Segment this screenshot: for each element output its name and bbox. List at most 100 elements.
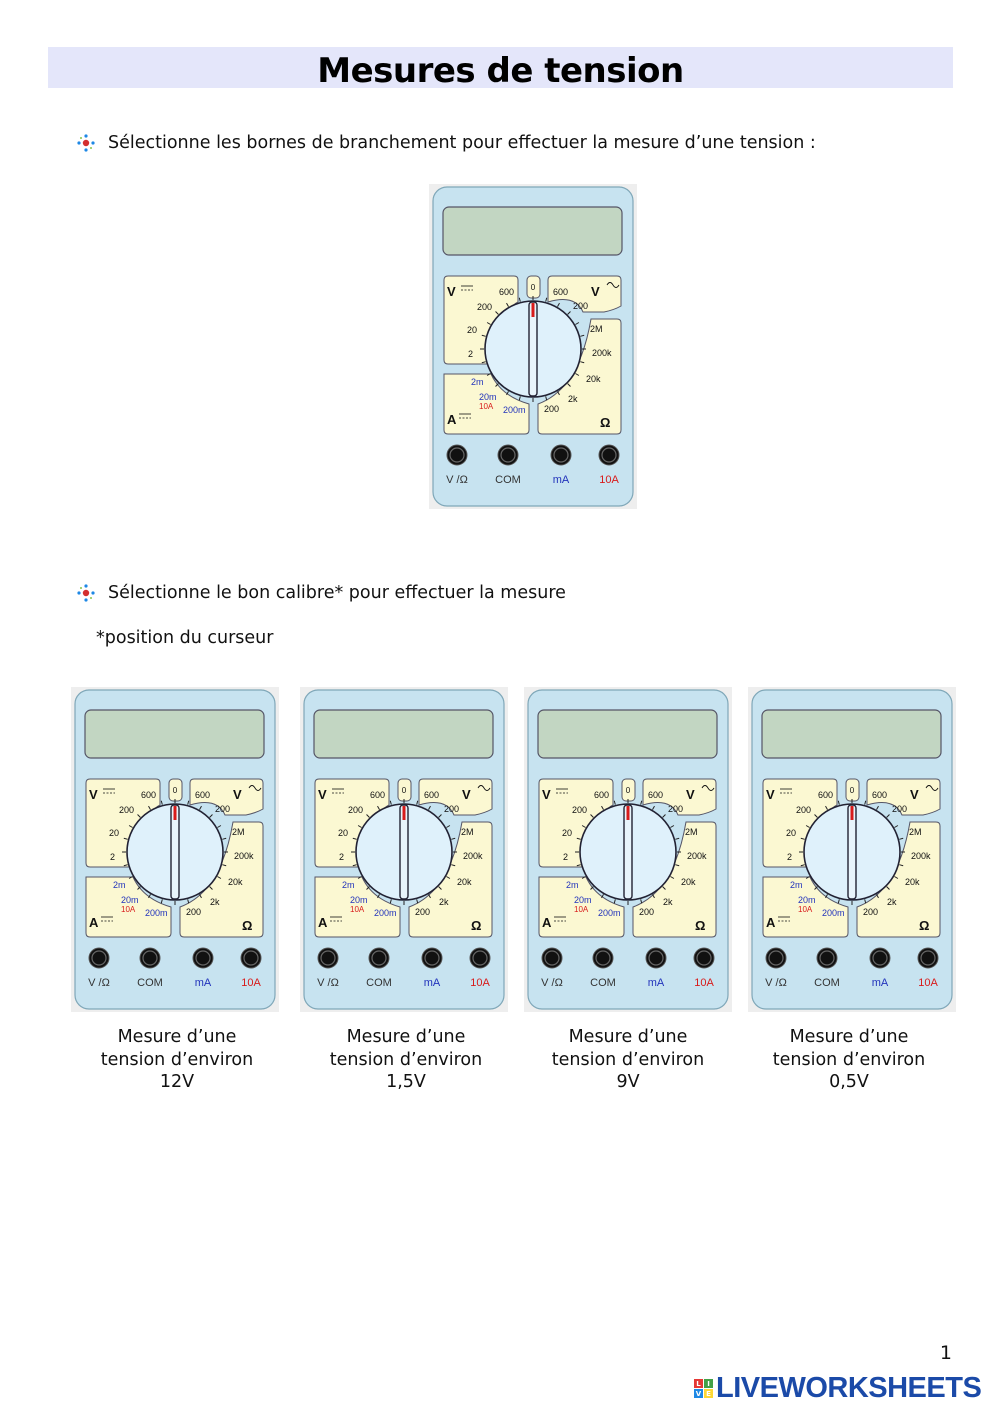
svg-text:mA: mA — [872, 977, 889, 989]
svg-text:2M: 2M — [685, 827, 698, 837]
svg-text:600: 600 — [648, 790, 663, 800]
svg-text:20: 20 — [109, 828, 119, 838]
svg-text:600: 600 — [553, 287, 568, 297]
svg-text:COM: COM — [137, 977, 163, 989]
svg-text:200m: 200m — [503, 405, 526, 415]
svg-text:200: 200 — [186, 907, 201, 917]
svg-text:20: 20 — [562, 828, 572, 838]
caption-1-5v: Mesure d’une tension d’environ 1,5V — [296, 1026, 516, 1094]
svg-text:200: 200 — [544, 404, 559, 414]
svg-text:2: 2 — [110, 852, 115, 862]
caption-line2: tension d’environ — [551, 1049, 705, 1070]
svg-text:200k: 200k — [463, 851, 483, 861]
svg-text:200: 200 — [668, 804, 683, 814]
bullet-icon — [77, 584, 95, 602]
svg-text:20: 20 — [338, 828, 348, 838]
svg-text:mA: mA — [553, 474, 570, 486]
dial-pointer — [850, 806, 854, 820]
caption-line1: Mesure d’une — [346, 1027, 466, 1047]
svg-text:2: 2 — [563, 852, 568, 862]
lcd-display — [442, 206, 623, 256]
caption-value: 0,5V — [829, 1072, 869, 1092]
svg-text:20: 20 — [786, 828, 796, 838]
svg-text:V /Ω: V /Ω — [446, 474, 468, 486]
caption-12v: Mesure d’une tension d’environ 12V — [67, 1026, 287, 1094]
svg-text:20k: 20k — [228, 877, 243, 887]
svg-text:10A: 10A — [798, 905, 813, 914]
svg-text:COM: COM — [814, 977, 840, 989]
svg-text:20k: 20k — [457, 877, 472, 887]
svg-text:Ω: Ω — [471, 918, 481, 933]
svg-text:20m: 20m — [350, 895, 368, 905]
svg-text:2k: 2k — [663, 897, 673, 907]
svg-text:2: 2 — [339, 852, 344, 862]
svg-text:Ω: Ω — [600, 415, 610, 430]
svg-text:200: 200 — [796, 805, 811, 815]
svg-text:V: V — [542, 787, 551, 802]
svg-text:A: A — [766, 915, 776, 930]
page-title: Mesures de tension — [317, 51, 684, 91]
svg-text:20m: 20m — [574, 895, 592, 905]
svg-text:600: 600 — [872, 790, 887, 800]
dial-pointer — [402, 806, 406, 820]
svg-text:V: V — [766, 787, 775, 802]
lcd-display — [313, 709, 494, 759]
svg-text:10A: 10A — [599, 474, 619, 486]
svg-text:20m: 20m — [798, 895, 816, 905]
svg-text:200: 200 — [572, 805, 587, 815]
svg-text:200k: 200k — [592, 348, 612, 358]
svg-text:2k: 2k — [210, 897, 220, 907]
lcd-display — [537, 709, 718, 759]
caption-value: 1,5V — [386, 1072, 426, 1092]
svg-text:600: 600 — [370, 790, 385, 800]
svg-text:10A: 10A — [350, 905, 365, 914]
liveworksheets-logo: L I V E LIVEWORKSHEETS — [694, 1372, 982, 1405]
svg-text:0: 0 — [626, 786, 631, 795]
svg-text:2k: 2k — [887, 897, 897, 907]
page-number: 1 — [939, 1342, 952, 1364]
svg-text:600: 600 — [499, 287, 514, 297]
svg-text:mA: mA — [195, 977, 212, 989]
svg-text:10A: 10A — [470, 977, 490, 989]
svg-text:Ω: Ω — [242, 918, 252, 933]
svg-text:V: V — [233, 787, 242, 802]
svg-text:V: V — [447, 284, 456, 299]
svg-text:20k: 20k — [586, 374, 601, 384]
svg-text:0: 0 — [531, 283, 536, 292]
svg-text:A: A — [89, 915, 99, 930]
svg-text:200m: 200m — [145, 908, 168, 918]
svg-text:200: 200 — [892, 804, 907, 814]
lcd-display — [84, 709, 265, 759]
svg-text:2m: 2m — [342, 880, 355, 890]
instruction-terminals: Sélectionne les bornes de branchement po… — [76, 133, 816, 153]
caption-value: 12V — [159, 1072, 195, 1092]
svg-text:200k: 200k — [234, 851, 254, 861]
svg-text:2M: 2M — [461, 827, 474, 837]
logo-block: L — [694, 1379, 703, 1388]
svg-text:200: 200 — [863, 907, 878, 917]
instruction-range-text: Sélectionne le bon calibre* pour effectu… — [108, 583, 566, 603]
svg-text:10A: 10A — [241, 977, 261, 989]
svg-text:0: 0 — [850, 786, 855, 795]
svg-text:mA: mA — [648, 977, 665, 989]
caption-9v: Mesure d’une tension d’environ 9V — [518, 1026, 738, 1094]
caption-line1: Mesure d’une — [117, 1027, 237, 1047]
svg-text:200: 200 — [215, 804, 230, 814]
svg-text:200k: 200k — [911, 851, 931, 861]
svg-text:V: V — [591, 284, 600, 299]
svg-text:COM: COM — [366, 977, 392, 989]
title-bar: Mesures de tension — [48, 47, 953, 91]
svg-text:Ω: Ω — [919, 918, 929, 933]
svg-text:2M: 2M — [590, 324, 603, 334]
caption-0-5v: Mesure d’une tension d’environ 0,5V — [739, 1026, 959, 1094]
logo-blocks-icon: L I V E — [694, 1379, 713, 1398]
svg-text:200: 200 — [444, 804, 459, 814]
